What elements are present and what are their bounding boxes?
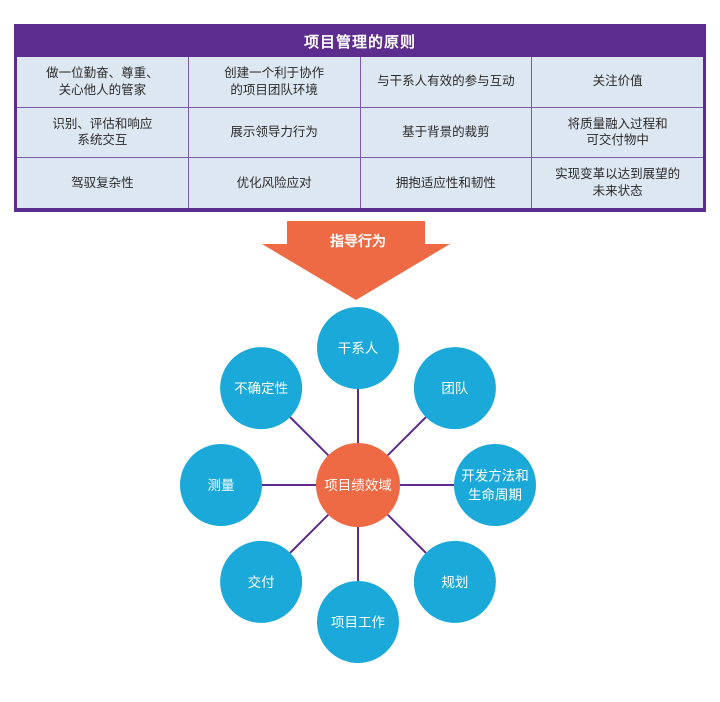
domain-node-planning: 规划 xyxy=(413,540,496,623)
connector-line xyxy=(386,416,427,457)
domain-node-delivery: 交付 xyxy=(220,540,303,623)
connector-line xyxy=(289,513,330,554)
guidance-arrow xyxy=(262,221,450,300)
domain-node-team: 团队 xyxy=(413,347,496,430)
principle-cell: 识别、评估和响应 系统交互 xyxy=(17,107,188,158)
domain-node-project-work: 项目工作 xyxy=(317,581,399,663)
domain-node-label: 生命周期 xyxy=(468,487,522,504)
domain-node-circle xyxy=(413,347,496,430)
connector-line xyxy=(289,416,330,457)
domain-node-stakeholders: 干系人 xyxy=(317,307,399,389)
principles-table: 项目管理的原则 做一位勤奋、尊重、 关心他人的管家 创建一个利于协作 的项目团队… xyxy=(14,24,706,212)
principle-cell: 创建一个利于协作 的项目团队环境 xyxy=(188,57,360,107)
domain-node-label: 规划 xyxy=(441,575,468,591)
domain-node-label: 测量 xyxy=(208,478,235,494)
guidance-arrow-label: 指导行为 xyxy=(330,233,386,250)
principles-grid: 做一位勤奋、尊重、 关心他人的管家 创建一个利于协作 的项目团队环境 与干系人有… xyxy=(17,57,703,208)
domain-node-circle xyxy=(317,307,399,389)
principle-cell: 拥抱适应性和韧性 xyxy=(360,158,532,208)
center-node: 项目绩效域 xyxy=(316,443,400,527)
domain-node-label: 开发方法和 xyxy=(461,469,529,485)
domain-node-label: 不确定性 xyxy=(234,381,288,397)
principle-cell: 将质量融入过程和 可交付物中 xyxy=(532,107,703,158)
principles-title: 项目管理的原则 xyxy=(303,33,416,51)
domain-node-label: 项目工作 xyxy=(331,615,385,631)
principle-cell: 与干系人有效的参与互动 xyxy=(360,57,532,107)
domain-node-label: 交付 xyxy=(248,574,275,591)
domain-node-label: 干系人 xyxy=(338,341,379,357)
domain-node-circle xyxy=(220,347,303,430)
principle-cell: 实现变革以达到展望的 未来状态 xyxy=(532,158,703,208)
center-node-circle xyxy=(316,443,400,527)
domain-node-measurement: 测量 xyxy=(180,444,262,526)
principle-cell: 展示领导力行为 xyxy=(188,107,360,158)
principle-cell: 驾驭复杂性 xyxy=(17,158,188,208)
domain-node-uncertainty: 不确定性 xyxy=(220,347,303,430)
domain-node-circle xyxy=(220,540,303,623)
connectors xyxy=(262,389,454,581)
domain-node-circle xyxy=(180,444,262,526)
principle-cell: 基于背景的裁剪 xyxy=(360,107,532,158)
domain-node-circle xyxy=(454,444,536,526)
connector-line xyxy=(386,513,427,554)
domain-node-circle xyxy=(317,581,399,663)
domain-node-circle xyxy=(413,540,496,623)
center-node-label: 项目绩效域 xyxy=(324,478,392,494)
principle-cell: 优化风险应对 xyxy=(188,158,360,208)
principle-cell: 关注价值 xyxy=(532,57,703,107)
principle-cell: 做一位勤奋、尊重、 关心他人的管家 xyxy=(17,57,188,107)
domain-node-label: 团队 xyxy=(441,381,468,397)
